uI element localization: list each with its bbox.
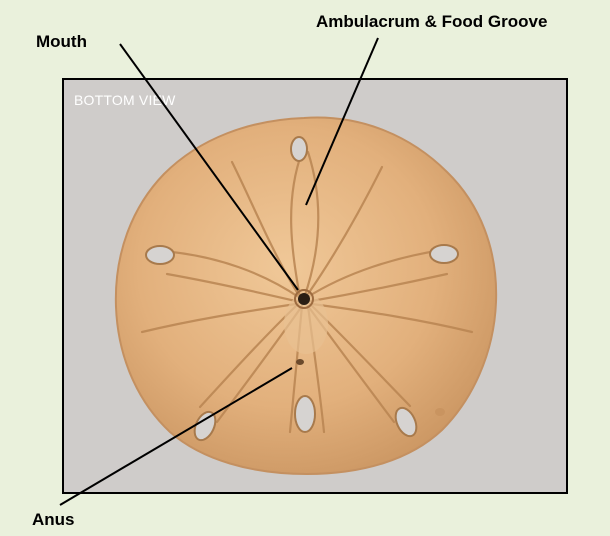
view-caption: BOTTOM VIEW <box>74 92 176 108</box>
label-anus: Anus <box>32 510 75 530</box>
specimen-photo-frame: BOTTOM VIEW <box>62 78 568 494</box>
anus-opening <box>296 359 304 365</box>
label-ambulacrum-food-groove: Ambulacrum & Food Groove <box>316 12 547 32</box>
label-mouth: Mouth <box>36 32 87 52</box>
sand-dollar-photo <box>64 80 568 494</box>
mouth-opening <box>298 293 310 305</box>
